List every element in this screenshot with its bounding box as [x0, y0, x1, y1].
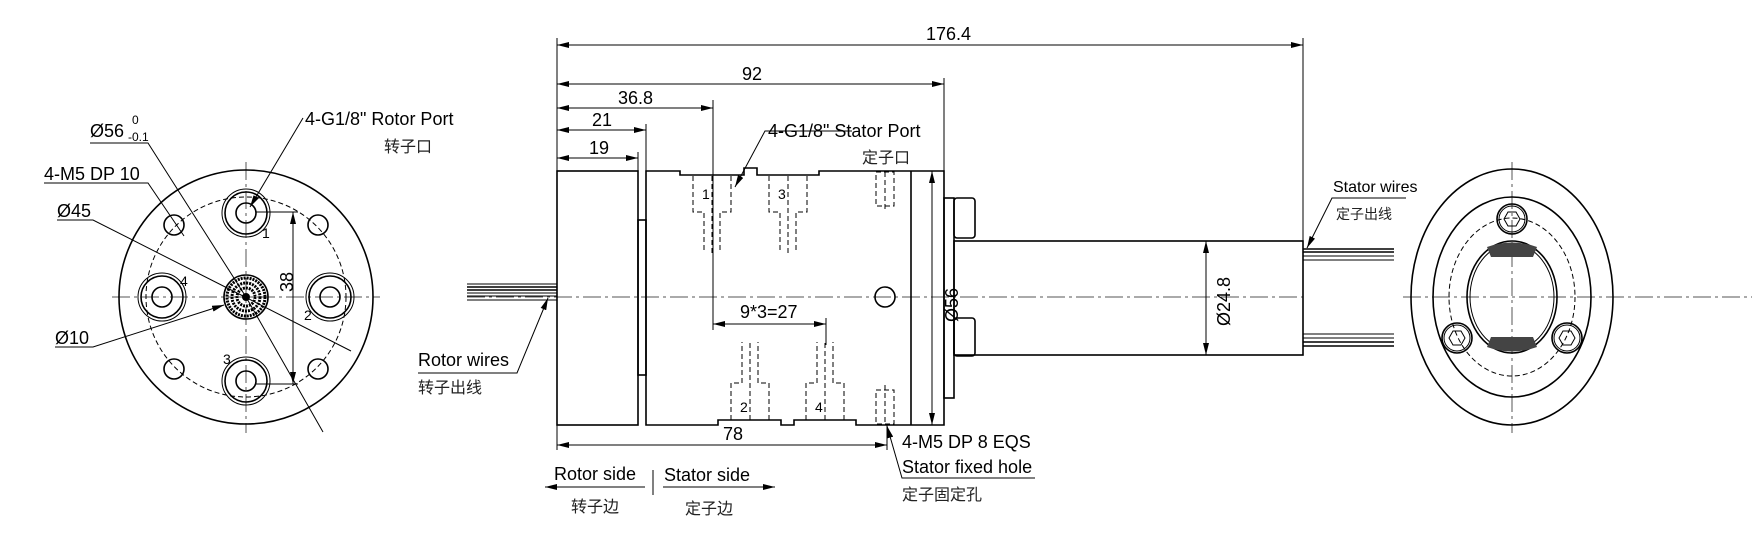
label-stator-wires: Stator wires [1333, 179, 1417, 196]
port-number: 2 [304, 307, 312, 323]
port-number: 4 [180, 273, 188, 289]
stator-ports-bottom [730, 342, 845, 420]
port-number: 1 [702, 186, 710, 202]
label-rotor-side-cn: 转子边 [571, 497, 619, 516]
port-number: 1 [262, 225, 270, 241]
label-dia45: Ø45 [57, 201, 91, 221]
dim-dia24-8: Ø24.8 [1214, 277, 1234, 326]
wire-bundle-top [1487, 242, 1537, 257]
label-stator-side: Stator side [664, 465, 750, 485]
label-stator-side-cn: 定子边 [685, 499, 733, 518]
label-stator-port-cn: 定子口 [862, 148, 910, 167]
port-number: 4 [815, 399, 823, 415]
label-rotor-side: Rotor side [554, 464, 636, 484]
label-rotor-wires: Rotor wires [418, 350, 509, 370]
label-m5: 4-M5 DP 10 [44, 164, 140, 184]
dim-38: 38 [277, 272, 297, 292]
port-number: 3 [778, 186, 786, 202]
leader-dia45 [57, 219, 352, 352]
label-fixed-hole-spec: 4-M5 DP 8 EQS [902, 432, 1031, 452]
label-stator-port: 4-G1/8" Stator Port [768, 121, 920, 141]
label-rotor-port: 4-G1/8" Rotor Port [305, 109, 453, 129]
label-stator-wires-cn: 定子出线 [1336, 207, 1392, 223]
dim-dia56: Ø56 [942, 288, 962, 322]
m5-holes [163, 214, 329, 380]
dim-19: 19 [589, 138, 609, 158]
label-fixed-hole: Stator fixed hole [902, 457, 1032, 477]
bolt-circle [145, 196, 347, 398]
leader-rotor-port [249, 117, 304, 208]
label-rotor-wires-cn: 转子出线 [418, 378, 482, 397]
stator-body [645, 167, 945, 426]
dim-92: 92 [742, 64, 762, 84]
port-number: 3 [223, 351, 231, 367]
port-number: 2 [740, 399, 748, 415]
label-dia10: Ø10 [55, 328, 89, 348]
outer-flange-circle [118, 169, 374, 425]
dia56-upper-tol: 0 [132, 113, 139, 127]
stator-ports-top [692, 176, 808, 253]
rotor-body [556, 170, 639, 426]
dim-36-8: 36.8 [618, 88, 653, 108]
dim-port-pitch: 9*3=27 [740, 302, 798, 322]
fitting-bottom [953, 317, 976, 357]
dim-21: 21 [592, 110, 612, 130]
rotor-wires [467, 283, 557, 301]
label-dia56: Ø56 [90, 121, 124, 141]
dia56-lower-tol: -0.1 [128, 130, 149, 144]
stator-fixed-holes [875, 171, 895, 425]
side-view: 1 3 2 4 176.4 92 36.8 21 19 [418, 24, 1417, 518]
fitting-top [953, 197, 976, 239]
label-rotor-port-cn: 转子口 [384, 137, 432, 156]
stator-wires [1303, 248, 1394, 347]
dim-total-length: 176.4 [926, 24, 971, 44]
stator-end-view [1403, 162, 1752, 433]
leader-m5 [44, 182, 185, 237]
leader-dia56 [90, 142, 324, 433]
wire-bundle-bottom [1487, 337, 1537, 352]
rotor-ports [137, 188, 355, 406]
hex-screws [1441, 203, 1583, 354]
hole-circle [874, 286, 896, 308]
label-fixed-hole-cn: 定子固定孔 [902, 485, 982, 504]
stator-shaft [953, 240, 1304, 356]
rotor-end-view: 38 Ø56 0 -0.1 4-M5 DP 10 Ø45 Ø10 4-G1/8"… [44, 109, 453, 433]
dim-78: 78 [723, 424, 743, 444]
leader-dia10 [55, 304, 225, 348]
